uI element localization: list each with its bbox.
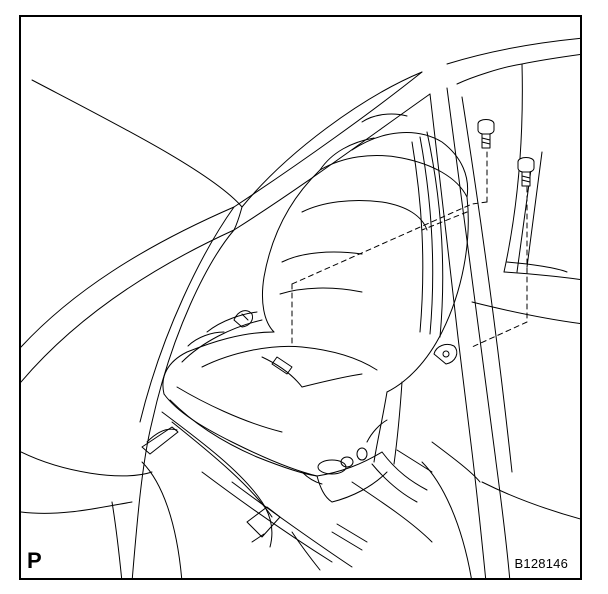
seat-belt-anchor [233, 310, 253, 328]
bolt-icon [477, 119, 495, 149]
seat-removal-illustration [21, 37, 580, 578]
seatback [261, 131, 469, 465]
bolt-icon [517, 157, 535, 187]
door-opening [21, 451, 183, 578]
roof-lines [31, 37, 580, 231]
seat-cushion [162, 311, 383, 477]
headrest [319, 113, 469, 198]
seat-rails [141, 411, 433, 571]
leader-lines [291, 151, 528, 348]
page-marker: P [27, 548, 42, 573]
b-pillar [429, 54, 580, 578]
figure-code: B128146 [514, 556, 568, 571]
b-pillar-anchor [433, 343, 458, 365]
a-pillar [21, 71, 431, 578]
rear-floor [421, 301, 580, 578]
illustration-frame: P B128146 [19, 15, 582, 580]
